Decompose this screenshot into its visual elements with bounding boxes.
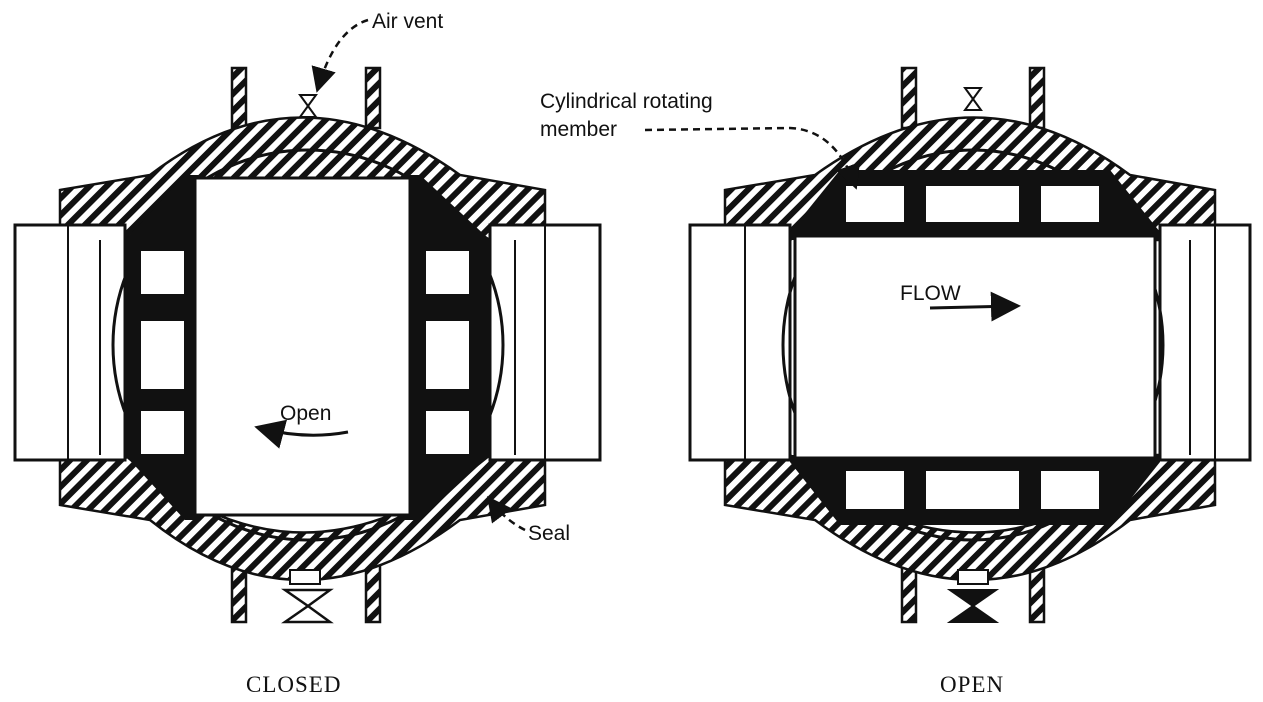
- drain-valve-icon-open: [946, 569, 1000, 623]
- outlet-pipe-open: [1158, 223, 1252, 462]
- rotating-member-open: [793, 234, 1157, 460]
- open-label: Open: [280, 402, 331, 425]
- open-arrow: [254, 419, 349, 449]
- open-valve: FLOW Cylindrical rotating member OPEN: [540, 66, 1252, 697]
- rotating-member-label-line1: Cylindrical rotating: [540, 90, 713, 113]
- inlet-pipe-open: [688, 223, 792, 462]
- air-vent-icon: [298, 94, 318, 118]
- valve-body-shell-bottom: [58, 453, 547, 582]
- top-flange-right-open: [1028, 66, 1046, 130]
- seal-leader: [486, 496, 526, 532]
- rotating-member-label-line2: member: [540, 118, 617, 141]
- rotating-member-closed: [193, 176, 412, 517]
- seal-label: Seal: [528, 522, 570, 545]
- caption-open: OPEN: [940, 672, 1004, 697]
- air-vent-icon-open: [963, 87, 983, 111]
- flow-arrow: [929, 291, 1021, 322]
- air-vent-label: Air vent: [372, 10, 443, 33]
- flow-label: FLOW: [900, 282, 961, 305]
- closed-valve: Open Air vent Seal CLOSED: [13, 10, 602, 697]
- air-vent-leader: [311, 18, 369, 93]
- top-flange-right: [364, 66, 382, 130]
- drain-valve-icon: [281, 569, 334, 624]
- inlet-pipe: [13, 223, 127, 462]
- top-flange-left: [230, 66, 248, 130]
- caption-closed: CLOSED: [246, 672, 341, 697]
- top-flange-left-open: [900, 66, 918, 130]
- rotating-member-leader: [644, 126, 860, 190]
